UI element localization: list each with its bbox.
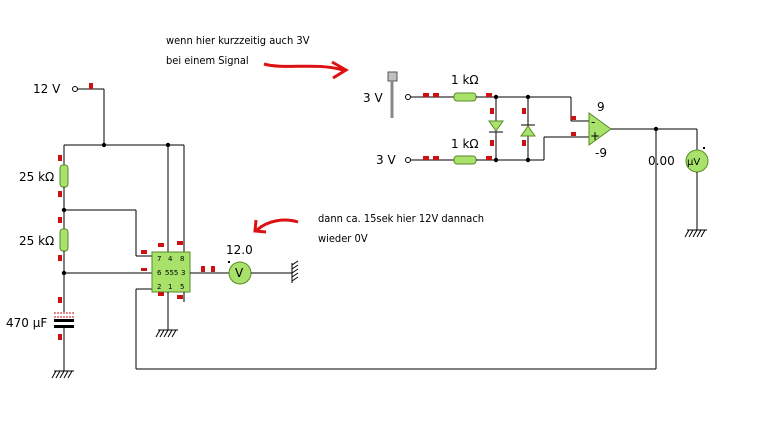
microvoltmeter-symbol: µV [687,157,700,168]
ic-pin-2: 2 [157,283,161,291]
node-dot [653,126,659,132]
annotation-arrow-top [263,62,344,72]
resistor-1k-top[interactable] [453,92,477,102]
pin-marker [423,93,429,97]
resistor-25k-2-label: 25 kΩ [19,234,54,248]
op-amp-supply-pos: 9 [597,100,605,114]
ic-555[interactable] [151,251,191,293]
source-terminal[interactable] [405,157,411,163]
source-voltage-label: 3 V [376,153,396,167]
op-amp-plus: + [590,129,600,143]
annotation-top-line2: bei einem Signal [166,54,249,67]
supply-pin [89,83,93,89]
pin-marker [571,132,576,136]
annotation-arrowhead-mid [253,219,267,234]
ic-pin-3: 3 [181,269,185,277]
pin-marker [423,156,429,160]
op-amp[interactable] [588,112,612,146]
microvoltmeter-reading: 0.00 [648,154,675,168]
switch-knob[interactable] [387,71,398,82]
capacitor-body[interactable] [54,319,74,322]
pin-marker [433,93,439,97]
pin-marker [141,268,147,271]
supply-terminal[interactable] [72,86,78,92]
diode-down[interactable] [488,120,504,133]
pin-marker [522,140,526,146]
voltmeter-reading: 12.0 [226,243,253,257]
annotation-mid-line2: wieder 0V [318,232,368,245]
switch-voltage-label: 3 V [363,91,383,105]
pin-marker [58,155,62,161]
ic-pin-5: 5 [180,283,184,291]
annotation-arrowhead-top [331,60,349,80]
pin-marker [158,292,164,296]
ic-pin-8: 8 [180,255,184,263]
pin-marker [177,295,183,299]
capacitor-label: 470 µF [6,316,47,330]
resistor-1k-bot-label: 1 kΩ [451,137,479,151]
pin-marker [58,334,62,340]
switch-terminal[interactable] [405,94,411,100]
ground-symbol-uv [684,229,707,238]
pin-marker [201,266,205,272]
pin-marker [490,108,494,114]
pin-marker [58,191,62,197]
pin-marker [571,116,576,120]
diode-up[interactable] [520,124,536,137]
pin-marker [211,266,215,272]
pin-marker [141,250,147,254]
pin-marker [158,243,164,247]
ground-symbol [51,370,74,379]
ic-pin-4: 4 [168,255,173,263]
supply-voltage-label: 12 V [33,82,61,96]
ic-pin-1: 1 [168,283,172,291]
pin-marker [522,108,526,114]
resistor-1k-bot[interactable] [453,155,477,165]
annotation-mid-line1: dann ca. 15sek hier 12V dannach [318,212,484,225]
pin-marker [58,255,62,261]
voltmeter-symbol: V [235,266,244,280]
ic-pin-6: 6 [157,269,162,277]
pin-marker [177,241,183,245]
pin-marker [490,140,494,146]
ground-symbol-v [291,260,299,283]
resistor-25k-2[interactable] [59,228,69,252]
pin-marker [58,297,62,303]
op-amp-minus: - [591,115,595,129]
resistor-25k-1[interactable] [59,164,69,188]
annotation-top-line1: wenn hier kurzzeitig auch 3V [166,34,310,47]
pin-marker [58,217,62,223]
ic-name: 555 [165,269,178,277]
pin-marker [486,93,492,97]
pin-marker [486,156,492,160]
op-amp-supply-neg: -9 [595,146,607,160]
resistor-25k-1-label: 25 kΩ [19,170,54,184]
ground-symbol-ic [155,329,178,338]
resistor-1k-top-label: 1 kΩ [451,73,479,87]
annotation-arrow-mid [255,218,299,232]
pin-marker [433,156,439,160]
ic-pin-7: 7 [157,255,161,263]
